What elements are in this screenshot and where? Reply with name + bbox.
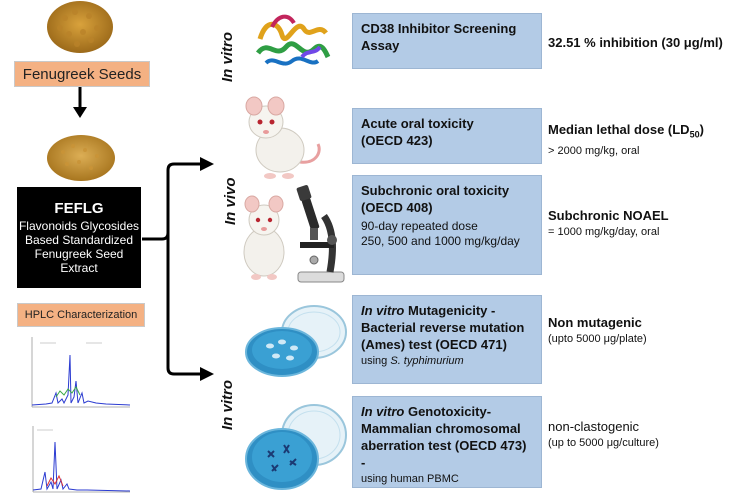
result-close: ) <box>699 122 704 137</box>
using-prefix: using <box>361 355 391 367</box>
test-title-line: Subchronic oral toxicity <box>361 183 510 198</box>
microscope-image <box>296 185 345 283</box>
result-detail: > 2000 mg/kg, oral <box>548 144 640 157</box>
feflg-line: Flavonoids Glycosides <box>18 219 140 233</box>
result-main: Subchronic NOAEL <box>548 208 669 223</box>
feflg-title: FEFLG <box>54 200 104 217</box>
test-title-line: aberration test (OECD 473) - <box>361 438 527 470</box>
cd38-assay-box: CD38 Inhibitor Screening Assay <box>352 13 542 69</box>
petri-dish-image <box>245 404 347 490</box>
subchronic-result: Subchronic NOAEL = 1000 mg/kg/day, oral <box>548 208 748 240</box>
feflg-extract-box: FEFLG Flavonoids Glycosides Based Standa… <box>17 187 141 288</box>
result-detail: (upto 5000 μg/plate) <box>548 333 647 345</box>
fenugreek-seeds-label: Fenugreek Seeds <box>14 61 150 87</box>
chromosomal-result: non-clastogenic (up to 5000 μg/culture) <box>548 419 748 451</box>
result-main: Median lethal dose (LD <box>548 122 690 137</box>
result-detail: (up to 5000 μg/culture) <box>548 437 659 449</box>
in-vivo-label: In vivo <box>222 177 239 225</box>
fenugreek-powder-image <box>47 135 115 181</box>
result-main: 32.51 % inhibition (30 μg/ml) <box>548 35 723 50</box>
test-title-line: Bacterial reverse mutation <box>361 320 525 335</box>
feflg-line: Fenugreek Seed <box>34 247 124 261</box>
cd38-result: 32.51 % inhibition (30 μg/ml) <box>548 35 748 51</box>
ames-test-box: In vitro Mutagenicity - Bacterial revers… <box>352 295 542 384</box>
feflg-line: Based Standardized <box>24 233 134 247</box>
result-main: Non mutagenic <box>548 315 642 330</box>
hplc-chromatogram-bottom <box>32 426 131 493</box>
result-detail: = 1000 mg/kg/day, oral <box>548 226 660 238</box>
down-arrow-icon <box>73 87 87 118</box>
in-vitro-prefix: In vitro <box>361 404 405 419</box>
chromosomal-aberration-box: In vitro Genotoxicity- Mammalian chromos… <box>352 396 542 488</box>
test-title-line: Acute oral toxicity <box>361 116 474 131</box>
in-vitro-label-top: In vitro <box>219 31 236 82</box>
test-title-line: (OECD 423) <box>361 133 433 148</box>
acute-toxicity-box: Acute oral toxicity (OECD 423) <box>352 108 542 164</box>
test-title-line: Assay <box>361 38 400 53</box>
in-vitro-label-bottom: In vitro <box>219 379 236 430</box>
using-prefix: using human PBMC <box>361 473 459 485</box>
organism-name: S. typhimurium <box>390 355 464 367</box>
ames-result: Non mutagenic (upto 5000 μg/plate) <box>548 315 748 347</box>
result-main: non-clastogenic <box>548 419 640 434</box>
test-title-line: Mammalian chromosomal <box>361 421 521 436</box>
subchronic-toxicity-box: Subchronic oral toxicity (OECD 408) 90-d… <box>352 175 542 275</box>
test-detail-line: 250, 500 and 1000 mg/kg/day <box>361 234 520 248</box>
rat-image <box>245 96 321 179</box>
test-title-line: CD38 Inhibitor Screening <box>361 21 517 36</box>
test-title-line: Genotoxicity- <box>404 404 492 419</box>
feflg-line: Extract <box>60 261 98 275</box>
petri-dish-image <box>245 305 347 377</box>
test-title-line: (OECD 408) <box>361 200 433 215</box>
test-title-line: Mutagenicity - <box>404 303 496 318</box>
hplc-chromatogram-top <box>31 337 131 408</box>
test-title-line: (Ames) test (OECD 471) <box>361 337 507 352</box>
test-detail-line: 90-day repeated dose <box>361 219 478 233</box>
rat-image <box>243 195 285 280</box>
in-vitro-prefix: In vitro <box>361 303 405 318</box>
protein-structure-image <box>255 14 331 66</box>
ld50-subscript: 50 <box>689 129 700 140</box>
branch-arrows <box>142 157 214 381</box>
hplc-characterization-label: HPLC Characterization <box>17 303 145 327</box>
acute-toxicity-result: Median lethal dose (LD50) > 2000 mg/kg, … <box>548 122 748 159</box>
fenugreek-seeds-image <box>47 1 113 53</box>
